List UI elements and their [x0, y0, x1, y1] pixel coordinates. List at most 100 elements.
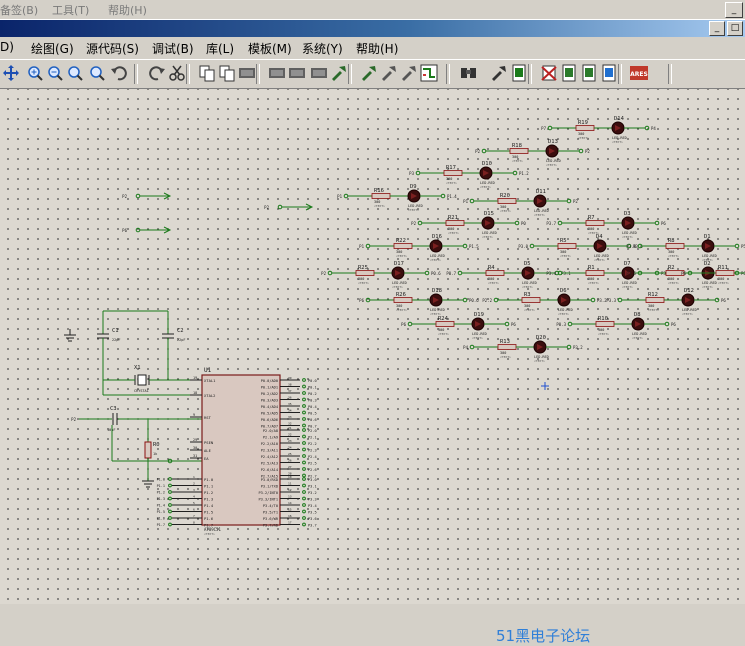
- mcu-pin-name: XTAL2: [204, 393, 215, 398]
- make-device-icon[interactable]: [360, 64, 378, 82]
- copy-icon[interactable]: [198, 64, 216, 82]
- block-copy-icon[interactable]: [238, 64, 256, 82]
- zoom-all-icon[interactable]: [66, 64, 84, 82]
- net-label-out: P5: [741, 244, 745, 249]
- bill-of-materials-icon[interactable]: [560, 64, 578, 82]
- terminal-dot: [590, 297, 596, 303]
- cut-icon[interactable]: [168, 64, 186, 82]
- paste-icon[interactable]: [218, 64, 236, 82]
- block-rotate-icon[interactable]: [288, 64, 306, 82]
- netlist-icon[interactable]: [600, 64, 618, 82]
- menu-item-library[interactable]: 库(L): [206, 42, 235, 56]
- menu-item-source[interactable]: 源代码(S): [86, 42, 139, 56]
- delete-sheet-icon[interactable]: [540, 64, 558, 82]
- net-label-out: P2: [573, 199, 578, 204]
- redo-icon[interactable]: [148, 64, 166, 82]
- led-ref: D9: [410, 184, 417, 190]
- menu-item-template[interactable]: 模板(M): [248, 42, 292, 56]
- terminal-dot: [566, 198, 572, 204]
- pick-device-icon[interactable]: [330, 64, 348, 82]
- parent-menu-item-tags[interactable]: 备签(B): [0, 4, 39, 17]
- search-tag-icon[interactable]: [460, 64, 478, 82]
- resistor-value: 300: [588, 277, 594, 281]
- mcu-pin-number: 2: [193, 482, 195, 486]
- terminal-dot: [302, 473, 306, 478]
- parent-menu-item-tools[interactable]: 工具(T): [52, 4, 90, 17]
- resistor-ref: R12: [648, 292, 658, 298]
- zoom-out-icon[interactable]: [46, 64, 64, 82]
- net-label-out: P3.2: [597, 298, 607, 303]
- resistor-body: [371, 193, 391, 199]
- net-label: P0.3: [308, 399, 317, 403]
- net-label-out: P1.4: [447, 194, 457, 199]
- menu-item-graph[interactable]: 绘图(G): [31, 42, 74, 56]
- net-label-in: P3: [409, 171, 414, 176]
- ares-icon[interactable]: ARES: [630, 64, 648, 82]
- mcu-pin-number: 30: [193, 446, 197, 450]
- net-label-out: P2: [585, 149, 590, 154]
- mcu-pin-number: 8: [193, 521, 195, 525]
- menu-item-debug[interactable]: 调试(B): [152, 42, 194, 56]
- terminal-dot: [566, 344, 572, 350]
- mcu-pin-name: P3.4/T0: [263, 504, 278, 508]
- move-icon[interactable]: [2, 64, 20, 82]
- maximize-button[interactable]: □: [727, 21, 743, 36]
- net-label-in: P7: [541, 126, 546, 131]
- terminal-dot: [714, 297, 720, 303]
- menu-item-design[interactable]: D): [0, 40, 14, 54]
- mcu-pin-name: P1.6: [204, 516, 214, 521]
- block-move-icon[interactable]: [268, 64, 286, 82]
- mcu-pin-number: 36: [288, 396, 292, 400]
- zoom-in-icon[interactable]: [26, 64, 44, 82]
- mcu-part: AT89C51: [204, 527, 221, 532]
- wire-autorouter-icon[interactable]: [420, 64, 438, 82]
- parent-menu-item-help[interactable]: 帮助(H): [108, 4, 147, 17]
- terminal-dot: [365, 243, 371, 249]
- terminal-dot: [554, 270, 560, 276]
- zoom-area-icon[interactable]: [88, 64, 106, 82]
- resistor-body: [715, 270, 735, 276]
- terminal-dot: [664, 321, 670, 327]
- led-part: LED-RED: [522, 281, 537, 285]
- property-assignment-icon[interactable]: [490, 64, 508, 82]
- net-label-out: P6: [721, 298, 726, 303]
- parent-minimize-button[interactable]: _: [725, 2, 743, 18]
- resistor-value: 300: [500, 351, 506, 355]
- terminal-dot: [654, 220, 660, 226]
- arrow-icon: [163, 226, 172, 234]
- resistor-text-tag: <TEXT>: [396, 308, 407, 312]
- resistor-value: 300: [396, 304, 402, 308]
- capacitor-value: 10uF: [107, 428, 115, 432]
- led-text-tag: <TEXT>: [682, 312, 693, 316]
- menu-item-help[interactable]: 帮助(H): [356, 42, 399, 56]
- capacitor-value: 22pF: [177, 338, 185, 342]
- undo-icon[interactable]: [110, 64, 128, 82]
- block-delete-icon[interactable]: [310, 64, 328, 82]
- packaging-icon[interactable]: [380, 64, 398, 82]
- electrical-rules-check-icon[interactable]: [580, 64, 598, 82]
- led-ref: D4: [596, 234, 603, 240]
- terminal-dot: [417, 220, 423, 226]
- capacitor-ref: C2: [177, 328, 184, 334]
- terminal-dot: [302, 391, 306, 395]
- minimize-button[interactable]: _: [709, 21, 725, 36]
- menu-item-system[interactable]: 系统(Y): [302, 42, 343, 56]
- net-label-in: P0.7: [446, 271, 456, 276]
- resistor-text-tag: <TEXT>: [438, 332, 449, 336]
- mcu-pin-number: 38: [288, 383, 292, 387]
- net-label: P0.7: [308, 425, 317, 429]
- resistor-body: [485, 270, 505, 276]
- mcu-body: [201, 374, 281, 526]
- new-sheet-icon[interactable]: [510, 64, 528, 82]
- net-label: P2.2: [308, 442, 317, 446]
- terminal-dot: [302, 441, 306, 445]
- schematic-drawing[interactable]: P7R19300<TEXT>D14LED-RED<TEXT>P4P2R18300…: [0, 89, 745, 604]
- terminal-dot: [302, 496, 306, 501]
- led-part: LED-RED: [534, 355, 549, 359]
- resistor-body: [575, 125, 595, 131]
- led-part: LED-RED: [534, 209, 549, 213]
- decompose-icon[interactable]: [400, 64, 418, 82]
- terminal-dot: [168, 503, 172, 507]
